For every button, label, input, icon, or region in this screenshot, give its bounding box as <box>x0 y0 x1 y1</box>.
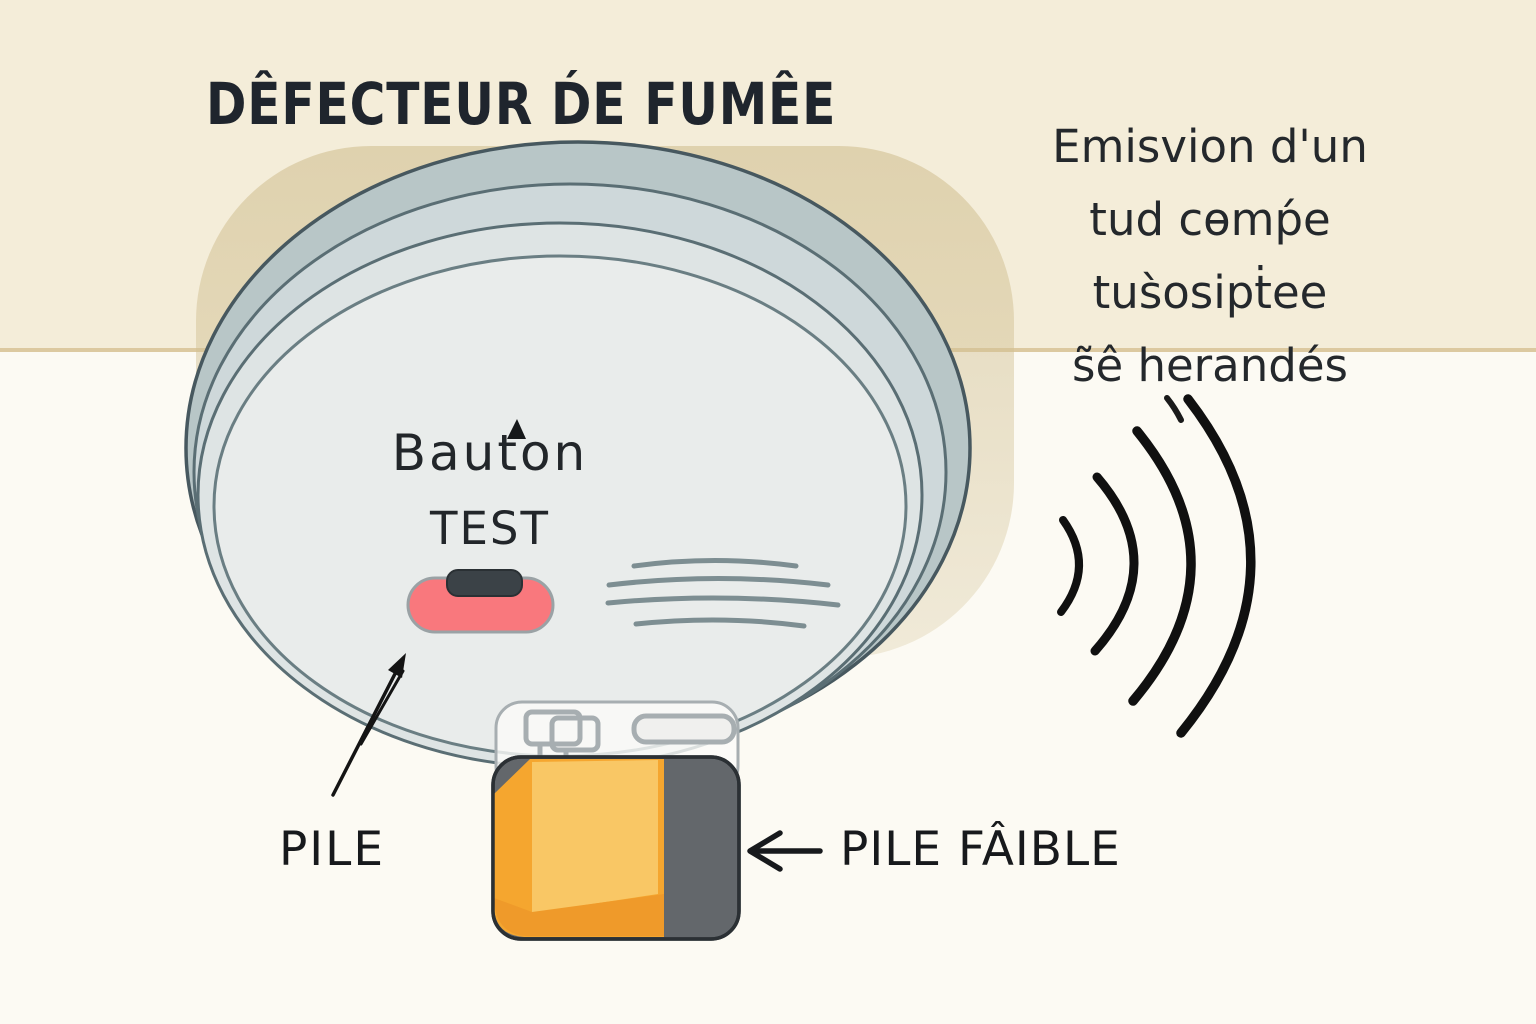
low-battery-arrow-icon <box>747 830 823 872</box>
battery-orange-face <box>532 760 658 913</box>
emission-note-line: Emisvion d'un <box>1052 120 1368 173</box>
test-button-slot <box>446 569 523 597</box>
battery-9v <box>491 755 741 941</box>
sound-waves-icon <box>1057 394 1256 738</box>
test-button-label-line2: TEST <box>430 502 550 555</box>
battery-orange-bottom <box>494 894 664 936</box>
battery-label: PILE <box>278 822 386 877</box>
low-battery-label: PILE FÂIBLE <box>840 822 1121 877</box>
smoke-detector-body <box>184 140 972 769</box>
emission-note-line: tud cɵmṕe <box>1089 193 1331 246</box>
emission-note-line: s̃ê herandés <box>1072 339 1348 392</box>
battery-slot-icon <box>631 713 737 745</box>
battery-terminal-icon <box>549 715 601 753</box>
test-button-label-line1: Bauton <box>391 424 589 482</box>
button-arrow-icon <box>507 419 526 439</box>
page-title: DÊFECTEUR D́E FUMÊE <box>206 70 837 138</box>
test-button <box>406 569 555 634</box>
pile-arrow <box>331 653 406 797</box>
stray-accent-mark <box>1164 395 1184 423</box>
emission-note: Emisvion d'un tud cɵmṕe tus̀osipṫee s̃ê … <box>1010 110 1410 402</box>
test-button-label: Bauton TEST <box>360 424 620 555</box>
emission-note-line: tus̀osipṫee <box>1092 266 1328 319</box>
speaker-grille <box>605 558 841 629</box>
